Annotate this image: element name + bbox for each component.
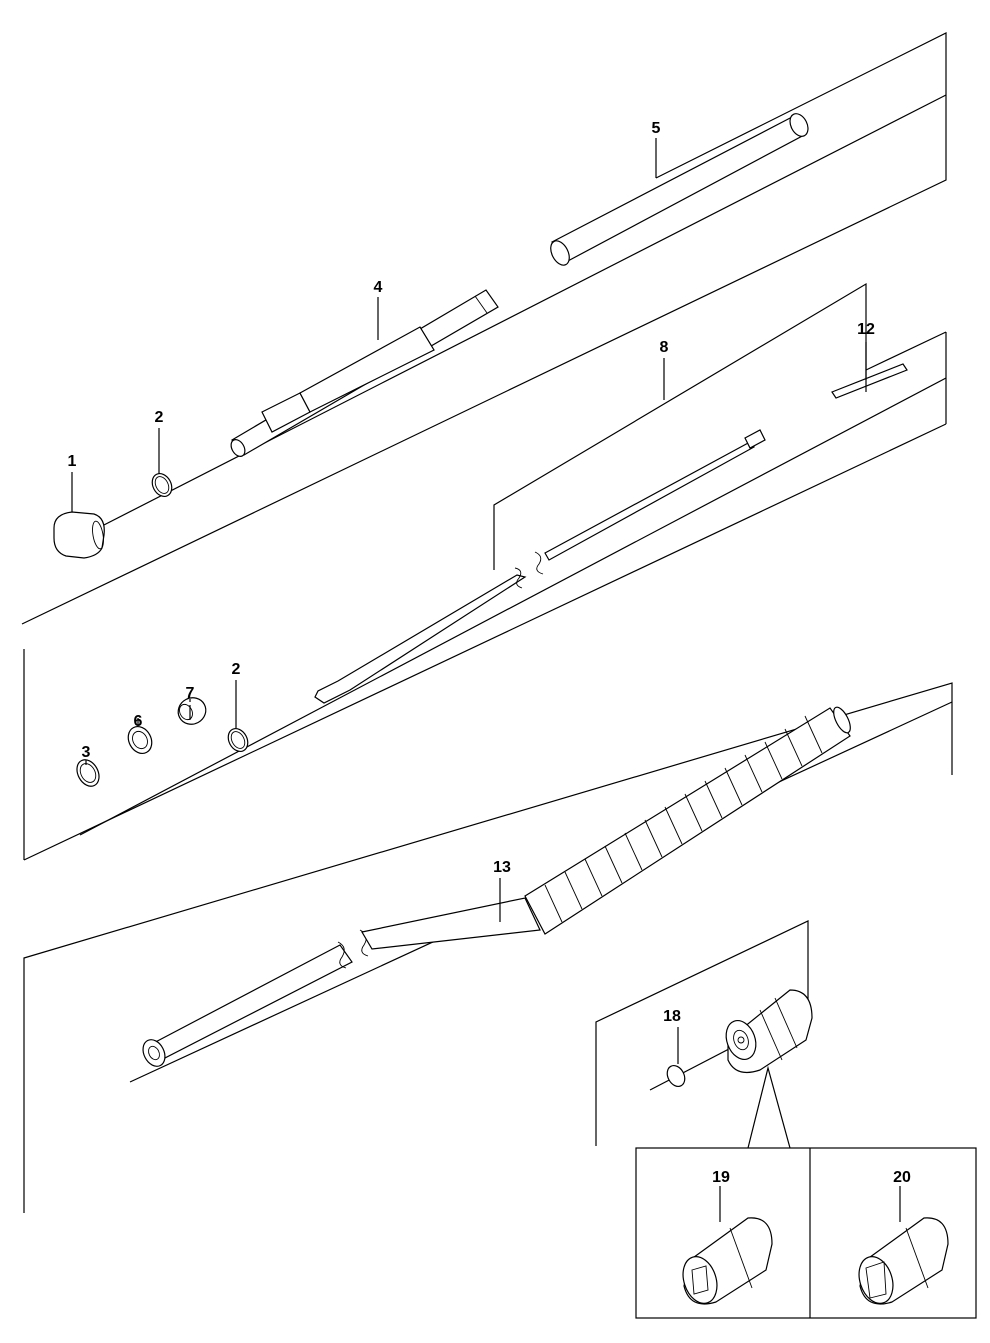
part-1-end-cap[interactable]	[53, 511, 105, 559]
part-18-oring[interactable]	[664, 1063, 688, 1090]
callout-2-top: 2	[155, 409, 164, 426]
part-5-outer-tube[interactable]	[547, 111, 812, 269]
part-12-drive-pin[interactable]	[831, 363, 908, 399]
callout-labels: 1 2 4 5 8 12 2 7 6 3 13 18 19 20	[68, 120, 911, 1186]
callout-20: 20	[893, 1169, 911, 1186]
callout-3: 3	[82, 744, 91, 761]
part-13-hose[interactable]	[139, 705, 854, 1070]
part-6-washer[interactable]	[124, 722, 157, 757]
part-2-oring-top[interactable]	[148, 470, 175, 500]
part-3-retaining-ring[interactable]	[73, 756, 104, 790]
panel-middle	[23, 282, 947, 861]
part-4-drive-shaft[interactable]	[228, 289, 499, 459]
callout-7: 7	[186, 685, 195, 702]
part-20-coupler-variant[interactable]	[853, 1217, 949, 1308]
variant-box	[635, 1147, 977, 1319]
part-7-bearing[interactable]	[174, 693, 211, 729]
callout-13: 13	[493, 859, 511, 876]
callout-1: 1	[68, 453, 77, 470]
callout-2-middle: 2	[232, 661, 241, 678]
callout-5: 5	[652, 120, 661, 137]
callout-6: 6	[134, 713, 143, 730]
part-2-oring-middle[interactable]	[224, 725, 251, 755]
callout-18: 18	[663, 1008, 681, 1025]
part-8-flex-cable[interactable]	[314, 429, 766, 704]
callout-8: 8	[660, 339, 669, 356]
callout-19: 19	[712, 1169, 730, 1186]
callout-12: 12	[857, 321, 875, 338]
callout-4: 4	[374, 279, 383, 296]
part-19-coupler-variant[interactable]	[677, 1217, 773, 1308]
coupler-assembly[interactable]	[721, 989, 813, 1073]
panel-coupler	[595, 920, 813, 1149]
panel-lower	[23, 682, 953, 1213]
panel-top	[21, 32, 947, 625]
